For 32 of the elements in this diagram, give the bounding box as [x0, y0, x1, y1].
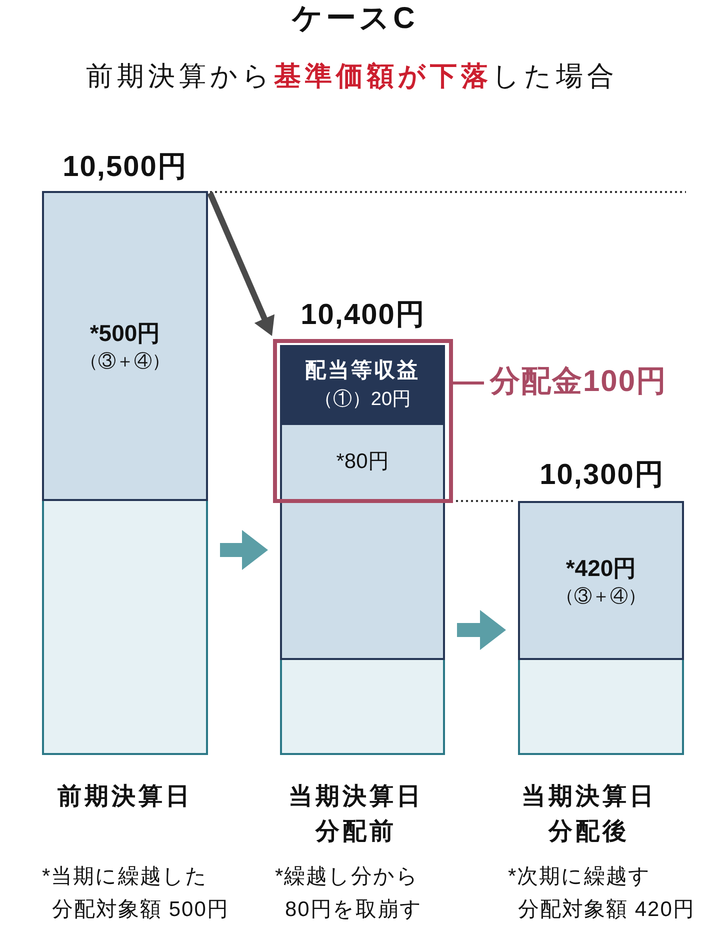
bar-segment: [42, 191, 208, 501]
footnote: *繰越し分から80円を取崩す: [275, 864, 424, 923]
bar-segment: [280, 425, 445, 499]
total-label: 10,400円: [300, 298, 426, 332]
bar-segment: [280, 500, 445, 660]
footnote: *次期に繰越す分配対象額 420円: [508, 864, 696, 923]
title: ケースC: [292, 1, 418, 37]
column-label: 当期決算日分配前: [288, 782, 424, 847]
bar-segment: [42, 501, 208, 755]
amount-label: （①）20円: [314, 388, 412, 412]
subtitle: 前期決算から基準価額が下落した場合: [86, 60, 618, 93]
amount-label: *80円: [336, 449, 389, 475]
bar-segment: [518, 501, 684, 660]
arrow: [207, 192, 275, 336]
breakdown-label: （③＋④）: [556, 584, 646, 608]
heading-label: 配当等収益: [305, 358, 420, 384]
callout-label: 分配金100円: [490, 362, 668, 402]
total-label: 10,300円: [540, 458, 664, 492]
block-arrow: [457, 610, 506, 650]
leader-line: [453, 382, 484, 384]
column-label: 当期決算日分配後: [520, 782, 658, 847]
breakdown-label: （③＋④）: [80, 350, 170, 373]
highlight-frame: [273, 339, 453, 503]
footnote: *当期に繰越した分配対象額 500円: [42, 864, 230, 923]
bar-segment: [280, 660, 445, 755]
amount-label: *420円: [566, 554, 636, 582]
amount-label: *500円: [90, 319, 160, 348]
bar-segment: [280, 345, 445, 425]
column-label: 前期決算日: [56, 782, 194, 812]
total-label: 10,500円: [62, 150, 188, 184]
block-arrow: [220, 530, 268, 570]
bar-segment: [518, 660, 684, 755]
